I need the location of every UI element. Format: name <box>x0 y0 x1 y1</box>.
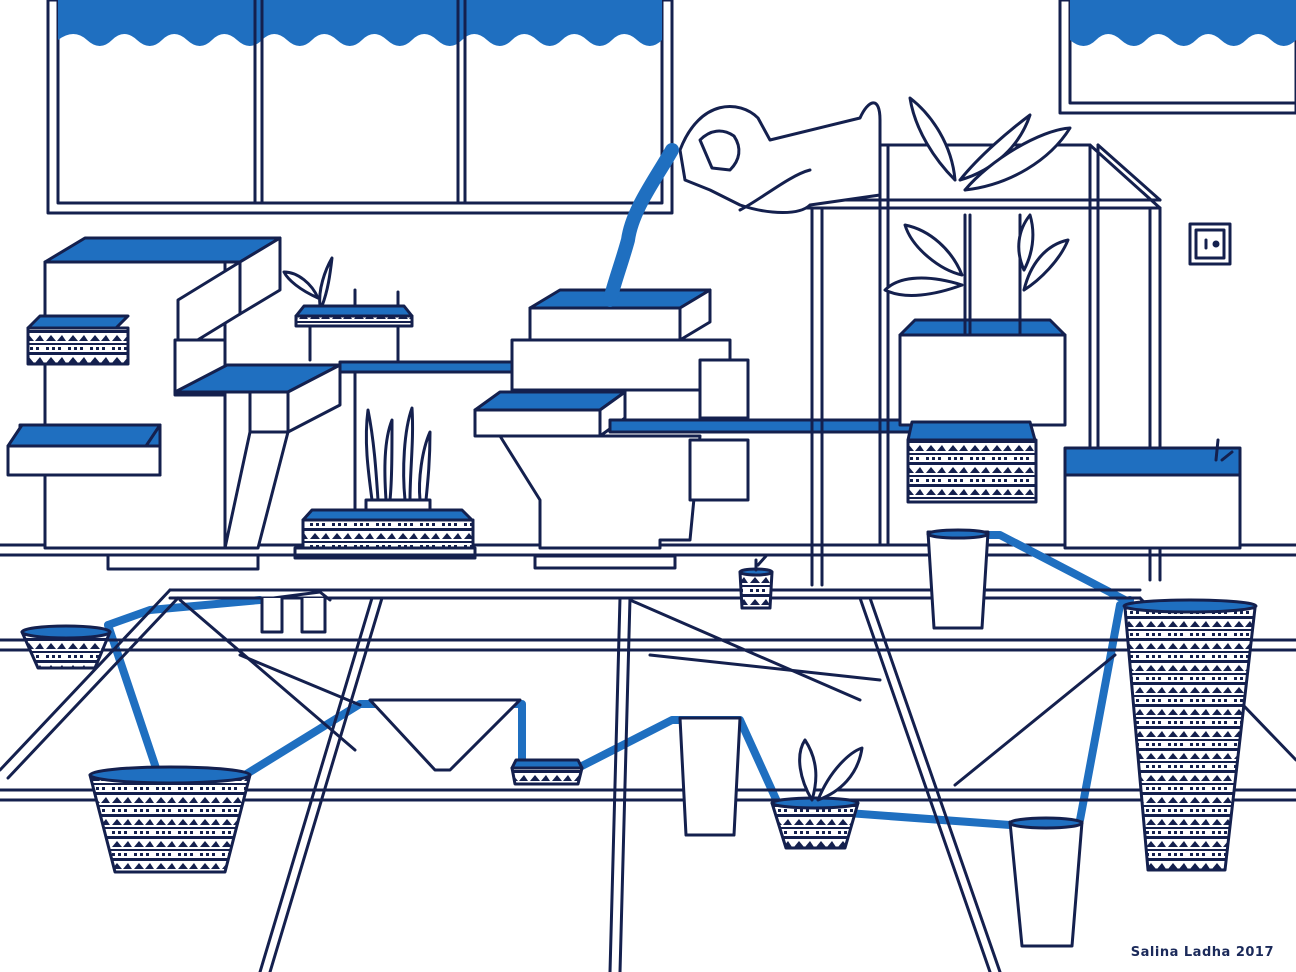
window-right <box>1058 0 1296 115</box>
pot-icon <box>906 420 1038 504</box>
left-block <box>6 236 342 571</box>
pot-icon <box>26 314 130 366</box>
pot-icon <box>1122 598 1258 872</box>
pot-icon <box>88 765 252 874</box>
pedestal-icon <box>473 288 750 570</box>
plant-icon <box>318 256 334 308</box>
plant-tray <box>282 256 414 362</box>
awning-icon <box>58 0 662 46</box>
right-block <box>1063 438 1242 550</box>
floor-grid <box>0 588 1296 972</box>
pot-icon <box>738 554 774 610</box>
plant-icon <box>293 406 477 560</box>
pot-icon <box>770 738 864 850</box>
hand-icon <box>678 101 882 214</box>
cup-icon <box>260 528 1084 948</box>
plant-icon <box>883 96 1072 427</box>
light-switch-icon <box>1188 222 1232 266</box>
pot-icon <box>510 758 584 786</box>
pot-icon <box>20 624 112 670</box>
window-left <box>46 0 674 215</box>
artist-signature: Salina Ladha 2017 <box>1130 945 1274 960</box>
